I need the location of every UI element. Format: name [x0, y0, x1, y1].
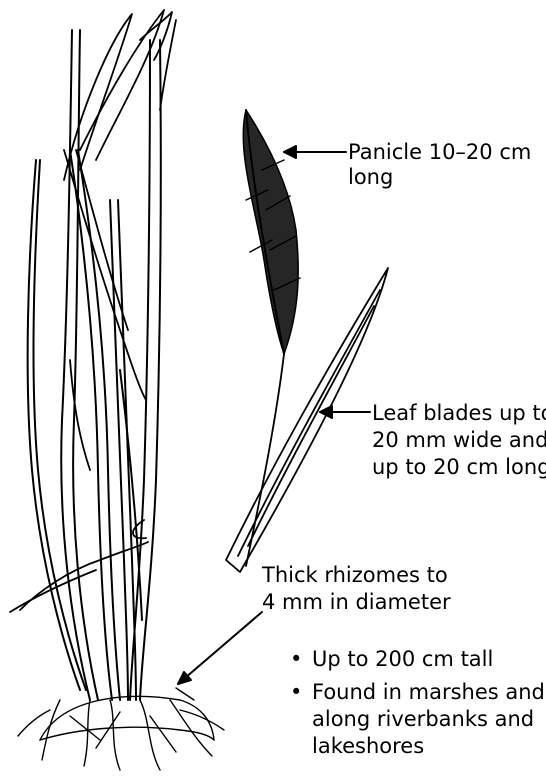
panicle-label-line-1: Panicle 10–20 cm — [348, 140, 531, 165]
fact-habitat-line-2: along riverbanks and — [312, 706, 545, 733]
fact-habitat-line-1: Found in marshes and — [312, 679, 545, 706]
fact-height-line-1: Up to 200 cm tall — [312, 646, 545, 673]
fact-height: Up to 200 cm tall — [286, 646, 545, 673]
plant-stems — [28, 30, 161, 700]
fact-habitat-line-3: lakeshores — [312, 733, 545, 760]
plant-leaves — [10, 10, 176, 612]
rhizomes-label-line-1: Thick rhizomes to — [262, 562, 451, 589]
flag-leaf-drawing — [226, 268, 388, 572]
fact-habitat: Found in marshes and along riverbanks an… — [286, 679, 545, 760]
leaf-blades-label-line-2: 20 mm wide and — [372, 427, 546, 454]
panicle-label: Panicle 10–20 cm long — [348, 140, 531, 190]
leaf-blades-label: Leaf blades up to 20 mm wide and up to 2… — [372, 400, 546, 481]
plant-roots — [18, 688, 224, 770]
leaf-blades-label-line-3: up to 20 cm long — [372, 454, 546, 481]
panicle-drawing — [243, 110, 300, 354]
facts-list: Up to 200 cm tall Found in marshes and a… — [286, 646, 545, 766]
rhizomes-label: Thick rhizomes to 4 mm in diameter — [262, 562, 451, 616]
leaf-blades-label-line-1: Leaf blades up to — [372, 400, 546, 427]
rhizomes-label-line-2: 4 mm in diameter — [262, 589, 451, 616]
panicle-label-line-2: long — [348, 165, 531, 190]
